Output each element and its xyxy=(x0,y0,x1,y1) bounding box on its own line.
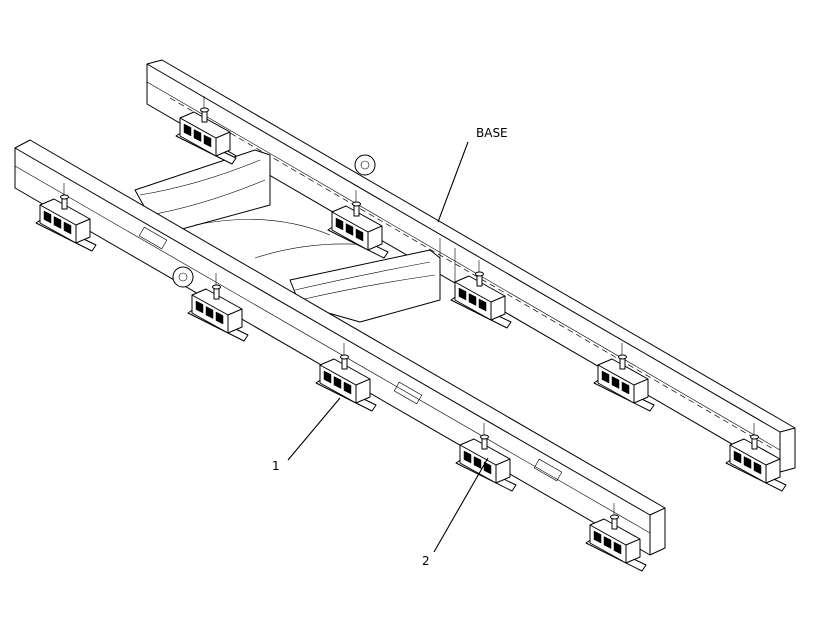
isolator-mount xyxy=(450,260,512,329)
back-rail xyxy=(146,59,796,473)
isolator-mount xyxy=(455,423,517,492)
isolator-mount xyxy=(593,343,655,412)
isolator-mount xyxy=(187,273,249,342)
callout-1-label: 1 xyxy=(272,459,280,473)
base-label: BASE xyxy=(476,126,508,140)
isolator-mount xyxy=(35,183,97,252)
isolator-mount xyxy=(585,503,647,572)
isolator-mount xyxy=(315,343,377,412)
front-rail xyxy=(14,139,666,556)
isolator-mount xyxy=(327,190,389,259)
isolator-mount xyxy=(175,96,237,165)
callout-leaders xyxy=(287,141,489,553)
back-lifting-eye xyxy=(354,154,376,176)
callout-2-label: 2 xyxy=(422,554,430,568)
isolator-mounts xyxy=(35,96,787,572)
cross-members xyxy=(134,149,441,323)
isolator-mount xyxy=(725,423,787,492)
